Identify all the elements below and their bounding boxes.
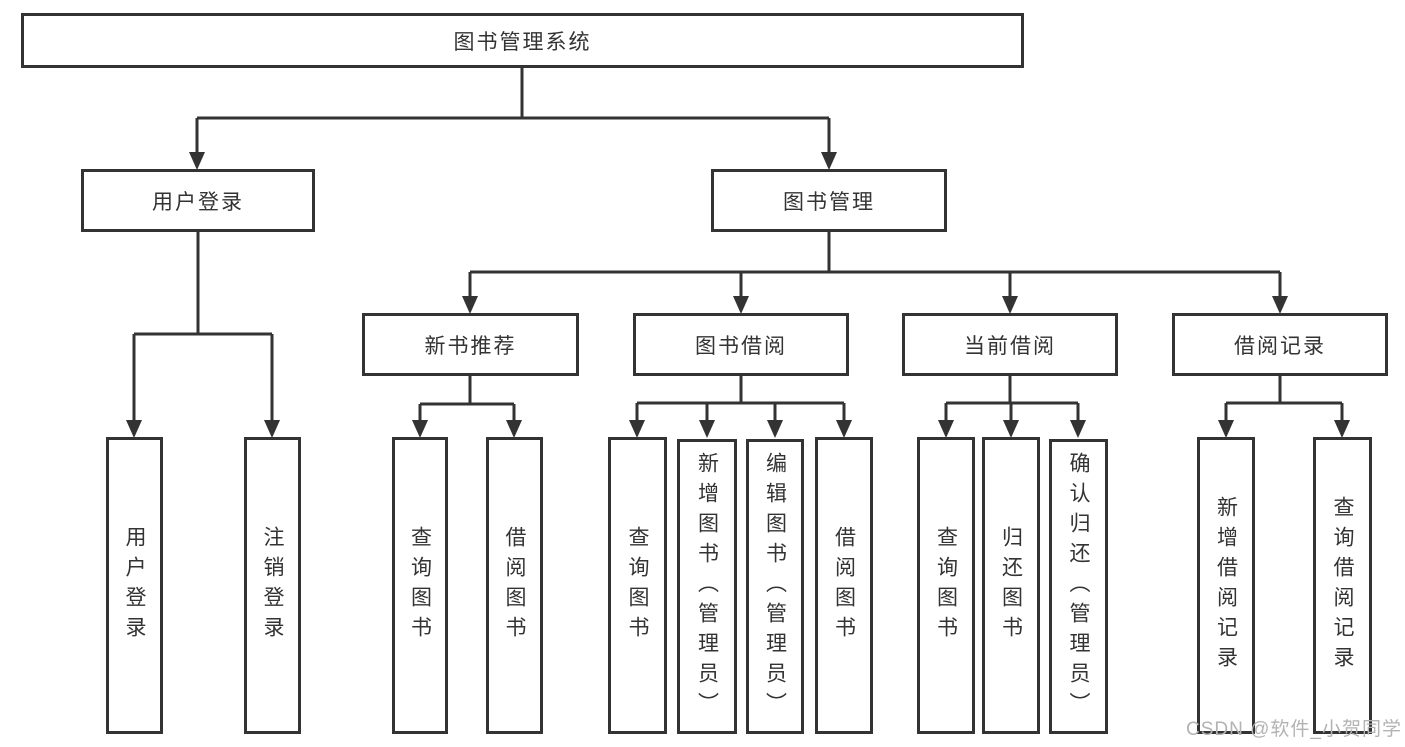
- leaf-bb-add-books-label: 新增图书（管理员）: [695, 451, 719, 722]
- node-book-borrow-label: 图书借阅: [695, 334, 787, 358]
- leaf-logout-label: 注销登录: [261, 525, 284, 646]
- node-new-book-recommend-label: 新书推荐: [424, 334, 517, 358]
- node-current-borrow: 当前借阅: [902, 313, 1118, 376]
- leaf-cb-return-books: 归还图书: [982, 437, 1040, 734]
- leaf-bb-query-books-label: 查询图书: [626, 525, 649, 646]
- leaf-cb-confirm-return-label: 确认归还（管理员）: [1067, 451, 1090, 722]
- node-user-login: 用户登录: [81, 169, 315, 232]
- node-book-management-label: 图书管理: [783, 190, 875, 214]
- node-borrow-records-label: 借阅记录: [1234, 334, 1326, 358]
- node-book-management: 图书管理: [711, 169, 947, 232]
- leaf-user-login: 用户登录: [106, 437, 163, 734]
- leaf-bb-borrow-books-label: 借阅图书: [832, 525, 856, 646]
- leaf-br-query-record: 查询借阅记录: [1313, 437, 1372, 734]
- leaf-nbr-query-books: 查询图书: [392, 437, 448, 734]
- leaf-nbr-query-books-label: 查询图书: [408, 525, 432, 646]
- leaf-logout: 注销登录: [244, 437, 301, 734]
- leaf-bb-edit-books: 编辑图书（管理员）: [746, 439, 804, 734]
- node-root-label: 图书管理系统: [453, 30, 592, 54]
- leaf-br-query-record-label: 查询借阅记录: [1331, 495, 1354, 676]
- node-root: 图书管理系统: [21, 13, 1024, 68]
- leaf-bb-edit-books-label: 编辑图书（管理员）: [763, 451, 787, 722]
- leaf-cb-return-books-label: 归还图书: [999, 525, 1023, 646]
- leaf-user-login-label: 用户登录: [123, 525, 146, 646]
- leaf-cb-query-books-label: 查询图书: [934, 525, 958, 646]
- node-borrow-records: 借阅记录: [1172, 313, 1388, 376]
- leaf-br-add-record: 新增借阅记录: [1197, 437, 1255, 734]
- leaf-cb-confirm-return: 确认归还（管理员）: [1049, 439, 1108, 734]
- csdn-watermark: CSDN @软件_小贺同学: [1186, 719, 1402, 740]
- leaf-cb-query-books: 查询图书: [917, 437, 975, 734]
- leaf-bb-borrow-books: 借阅图书: [815, 437, 873, 734]
- node-user-login-label: 用户登录: [152, 190, 244, 214]
- leaf-nbr-borrow-books: 借阅图书: [486, 437, 543, 734]
- arrowheads: [126, 152, 1350, 438]
- node-current-borrow-label: 当前借阅: [964, 334, 1056, 358]
- leaf-nbr-borrow-books-label: 借阅图书: [503, 525, 526, 646]
- leaf-bb-query-books: 查询图书: [608, 437, 667, 734]
- node-book-borrow: 图书借阅: [633, 313, 849, 376]
- leaf-bb-add-books: 新增图书（管理员）: [677, 439, 737, 734]
- leaf-br-add-record-label: 新增借阅记录: [1214, 495, 1238, 676]
- node-new-book-recommend: 新书推荐: [362, 313, 579, 376]
